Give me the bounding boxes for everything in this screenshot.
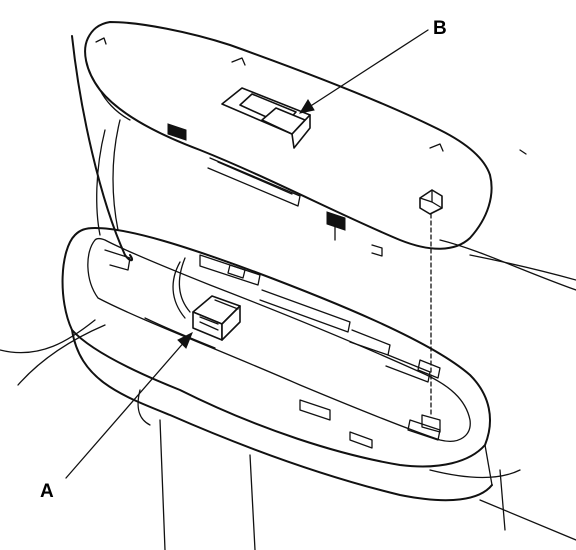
callout-b-leader (305, 29, 429, 110)
harness-connector (192, 295, 241, 341)
panel-clip (419, 189, 443, 215)
panel-hook-line (71, 35, 134, 262)
alignment-line (421, 213, 441, 433)
switch-panel (84, 21, 493, 257)
callout-a-leader (65, 339, 187, 479)
armrest-base (61, 227, 493, 502)
door-body-outline (0, 119, 576, 550)
callout-a: A (40, 331, 193, 502)
callout-b-label: B (433, 18, 447, 39)
callout-b-arrowhead (298, 99, 315, 114)
callout-a-arrowhead (177, 331, 193, 349)
callout-a-label: A (40, 481, 54, 502)
callout-b: B (298, 18, 447, 114)
